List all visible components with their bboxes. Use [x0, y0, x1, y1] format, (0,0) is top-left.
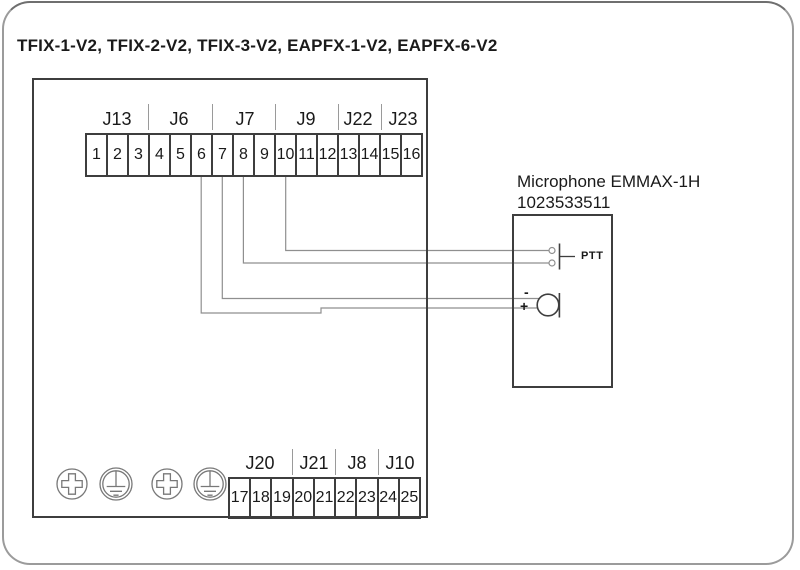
terminal-cell: 24: [379, 479, 400, 517]
connector-label-j20: J20: [245, 453, 275, 473]
terminal-cell: 9: [255, 135, 276, 175]
terminal-cell: 19: [272, 479, 294, 517]
terminal-cell: 10: [276, 135, 297, 175]
terminal-cell: 14: [360, 135, 381, 175]
microphone-title: Microphone EMMAX-1H 1023533511: [517, 171, 700, 213]
page-title: TFIX-1-V2, TFIX-2-V2, TFIX-3-V2, EAPFX-1…: [17, 36, 498, 55]
terminal-cell: 15: [381, 135, 402, 175]
terminal-cell: 2: [108, 135, 129, 175]
microphone-icon: [536, 293, 561, 318]
terminal-cell: 23: [357, 479, 379, 517]
ptt-contact-top: [548, 246, 556, 255]
screw-terminal-icon: [151, 468, 183, 500]
mic-minus-label: -: [524, 284, 529, 300]
terminal-cell: 18: [251, 479, 273, 517]
terminal-strip-top: 1 2 3 4 5 6 7 8 9 10 11 12 13 14 15 16: [85, 133, 423, 177]
wire-terminal10-ptt: [285, 176, 549, 252]
terminal-cell: 11: [297, 135, 318, 175]
connector-label-j10: J10: [385, 453, 415, 473]
ptt-label: PTT: [581, 250, 604, 262]
connector-label-j7: J7: [235, 109, 255, 129]
screw-terminal-icon: [56, 468, 88, 500]
connector-label-j13: J13: [102, 109, 132, 129]
earth-ground-icon: [193, 467, 227, 501]
connector-label-j22: J22: [343, 109, 373, 129]
terminal-cell: 7: [213, 135, 234, 175]
ptt-contact-bottom: [548, 259, 556, 267]
terminal-strip-bottom: 17 18 19 20 21 22 23 24 25: [228, 477, 421, 519]
terminal-cell: 22: [336, 479, 358, 517]
group-divider: [212, 104, 213, 130]
group-divider: [378, 449, 379, 475]
terminal-cell: 20: [294, 479, 315, 517]
group-divider: [275, 104, 276, 130]
terminal-cell: 4: [150, 135, 171, 175]
terminal-cell: 3: [129, 135, 150, 175]
microphone-box: [512, 214, 613, 388]
connector-label-j21: J21: [299, 453, 329, 473]
terminal-cell: 17: [230, 479, 252, 517]
connection-wires: [200, 176, 549, 314]
connector-label-j23: J23: [388, 109, 418, 129]
group-divider: [381, 104, 382, 130]
wire-terminal8-ptt: [242, 176, 549, 264]
terminal-cell: 1: [87, 135, 108, 175]
group-divider: [292, 449, 293, 475]
terminal-cell: 13: [339, 135, 360, 175]
group-divider: [338, 104, 339, 130]
connector-label-j6: J6: [169, 109, 189, 129]
group-divider: [148, 104, 149, 130]
connector-label-j8: J8: [347, 453, 367, 473]
wire-terminal6-mic-plus: [200, 176, 542, 314]
microphone-name: Microphone EMMAX-1H: [517, 172, 701, 191]
terminal-cell: 6: [192, 135, 213, 175]
terminal-cell: 5: [171, 135, 192, 175]
terminal-cell: 8: [234, 135, 255, 175]
terminal-cell: 21: [315, 479, 337, 517]
microphone-part-number: 1023533511: [517, 193, 611, 212]
earth-ground-icon: [99, 467, 133, 501]
terminal-cell: 12: [318, 135, 339, 175]
connector-label-j9: J9: [296, 109, 316, 129]
group-divider: [335, 449, 336, 475]
mic-plus-label: +: [520, 298, 529, 314]
terminal-cell: 25: [400, 489, 419, 506]
ptt-switch-icon: [548, 243, 575, 270]
wire-terminal7-mic-minus: [221, 176, 542, 300]
terminal-cell: 16: [402, 146, 421, 163]
